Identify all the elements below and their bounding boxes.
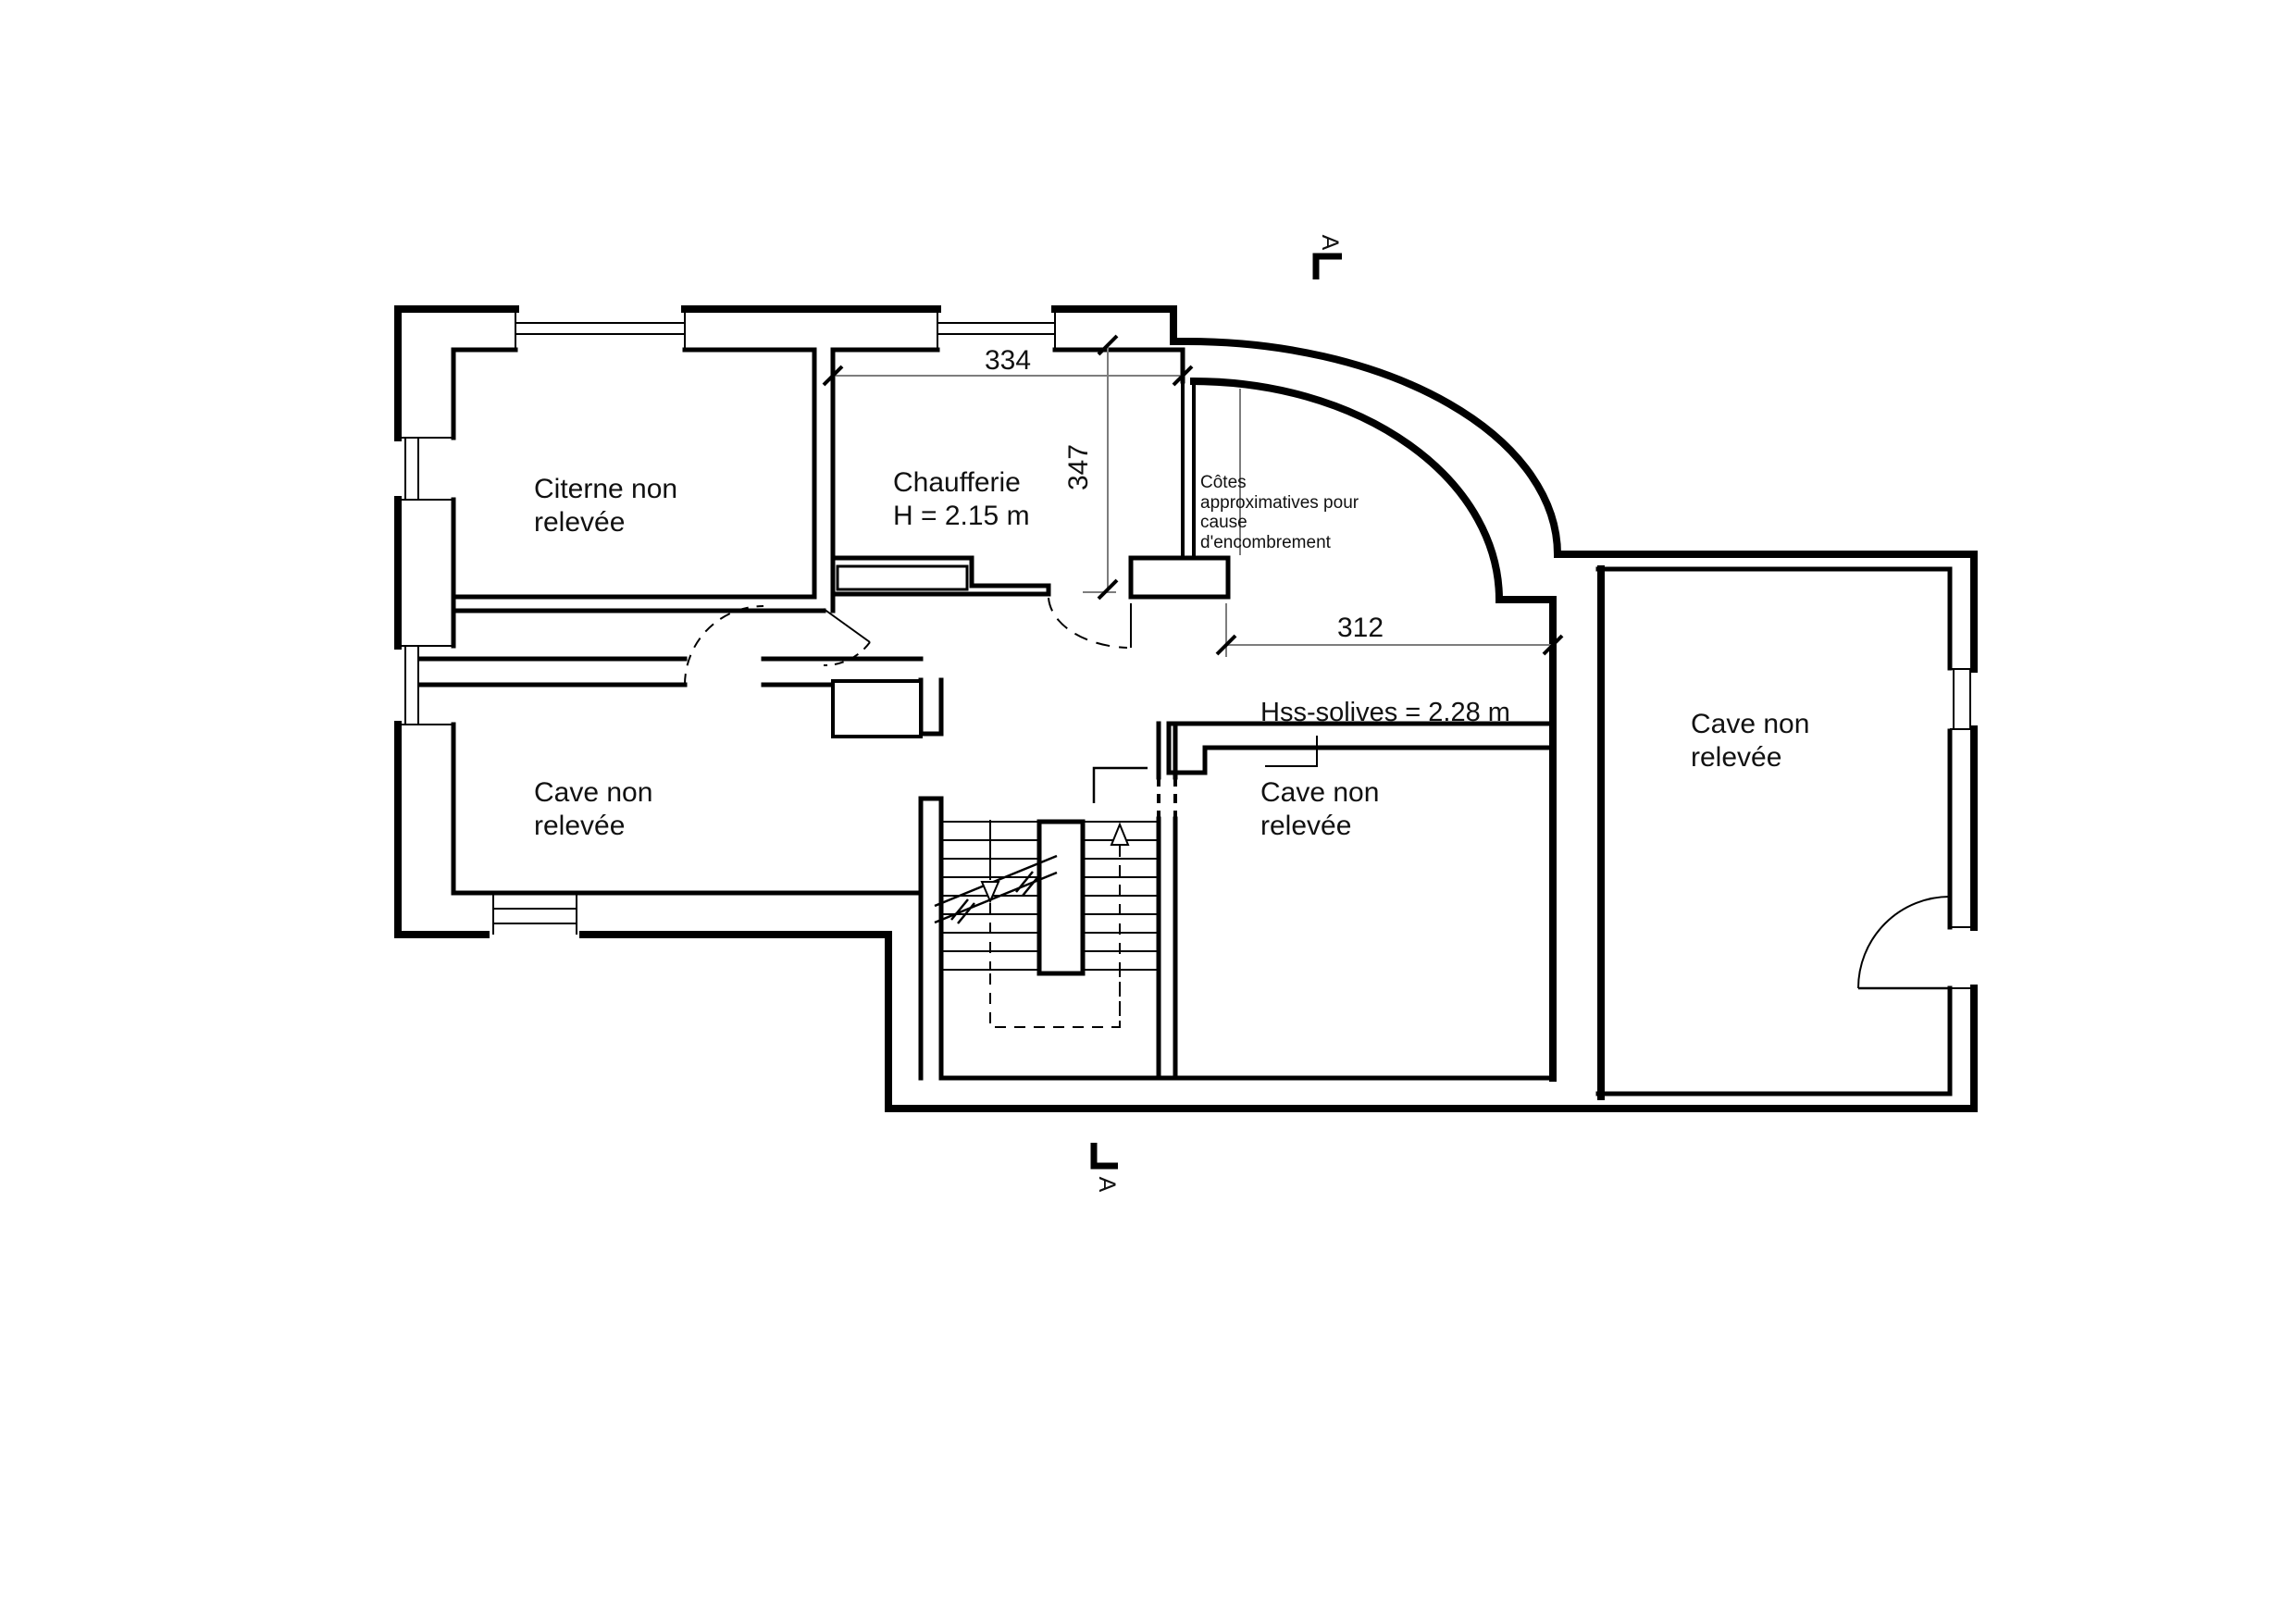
fixtures bbox=[831, 564, 969, 738]
dimension-left-height: 347 bbox=[1063, 444, 1094, 490]
door-citerne bbox=[823, 608, 871, 667]
dimensions: 334 347 312 bbox=[822, 334, 1564, 657]
stair-opening-bracket bbox=[1092, 766, 1148, 803]
windows bbox=[398, 309, 1974, 989]
dimension-top-width: 334 bbox=[985, 345, 1031, 376]
dimension-lines bbox=[833, 345, 1553, 657]
stair-center-wall bbox=[1036, 819, 1086, 976]
svg-text:Cave non: Cave non bbox=[1691, 709, 1809, 739]
room-label-chaufferie: Chaufferie H = 2.15 m bbox=[893, 467, 1030, 531]
section-marker-bottom: A bbox=[1090, 1143, 1120, 1193]
dimension-hall-width: 312 bbox=[1337, 613, 1384, 643]
room-labels: Citerne non relevée Chaufferie H = 2.15 … bbox=[534, 467, 1809, 841]
door-hall bbox=[1048, 597, 1132, 649]
window-east bbox=[1950, 668, 1974, 730]
svg-text:relevée: relevée bbox=[1691, 742, 1781, 773]
window-top-1 bbox=[515, 309, 686, 350]
wall-niche bbox=[831, 679, 923, 738]
interior-walls bbox=[418, 347, 1953, 1096]
svg-text:approximatives pour: approximatives pour bbox=[1200, 493, 1359, 513]
room-label-cave-east: Cave non relevée bbox=[1691, 709, 1809, 773]
dimension-ticks bbox=[822, 334, 1564, 656]
svg-text:Chaufferie: Chaufferie bbox=[893, 467, 1021, 498]
room-label-cave-middle: Cave non relevée bbox=[1260, 777, 1379, 841]
stair-up-arrow-icon bbox=[1110, 822, 1130, 1025]
svg-text:Cave non: Cave non bbox=[534, 777, 652, 808]
window-south-west bbox=[492, 893, 577, 935]
section-marker-top-label: A bbox=[1317, 235, 1343, 251]
door-east bbox=[1857, 896, 1951, 990]
svg-text:Citerne non: Citerne non bbox=[534, 474, 677, 504]
svg-text:H = 2.15 m: H = 2.15 m bbox=[893, 501, 1030, 531]
door-cave-west-swing bbox=[684, 605, 764, 686]
svg-text:relevée: relevée bbox=[534, 811, 625, 841]
svg-text:Cave non: Cave non bbox=[1260, 777, 1379, 808]
joist-height-label: Hss-solives = 2.28 m bbox=[1260, 698, 1510, 727]
door-east-jambs bbox=[1950, 926, 1974, 989]
svg-text:d'encombrement: d'encombrement bbox=[1200, 533, 1332, 552]
room-label-cave-west: Cave non relevée bbox=[534, 777, 652, 841]
section-marker-top: A bbox=[1312, 235, 1343, 279]
chaufferie-duct bbox=[836, 564, 969, 591]
door-cave-middle-opening bbox=[1157, 777, 1177, 819]
joist-height-leader bbox=[1265, 736, 1318, 767]
room-label-citerne: Citerne non relevée bbox=[534, 474, 677, 538]
staircase bbox=[934, 766, 1159, 1028]
window-top-2 bbox=[937, 309, 1056, 350]
svg-text:cause: cause bbox=[1200, 513, 1247, 532]
window-west-1 bbox=[398, 437, 453, 501]
section-markers: A A bbox=[1090, 235, 1343, 1193]
doors bbox=[684, 597, 1951, 990]
svg-text:Côtes: Côtes bbox=[1200, 473, 1247, 492]
stair-lower-flight-dashed bbox=[989, 973, 1121, 1028]
window-west-2 bbox=[398, 645, 453, 725]
exterior-walls bbox=[394, 305, 1978, 1112]
note-text: Côtes approximatives pour cause d'encomb… bbox=[1200, 473, 1359, 552]
stair-down-arrow-icon bbox=[980, 820, 1000, 970]
svg-text:relevée: relevée bbox=[1260, 811, 1351, 841]
section-marker-bottom-label: A bbox=[1094, 1177, 1120, 1193]
svg-text:relevée: relevée bbox=[534, 507, 625, 538]
